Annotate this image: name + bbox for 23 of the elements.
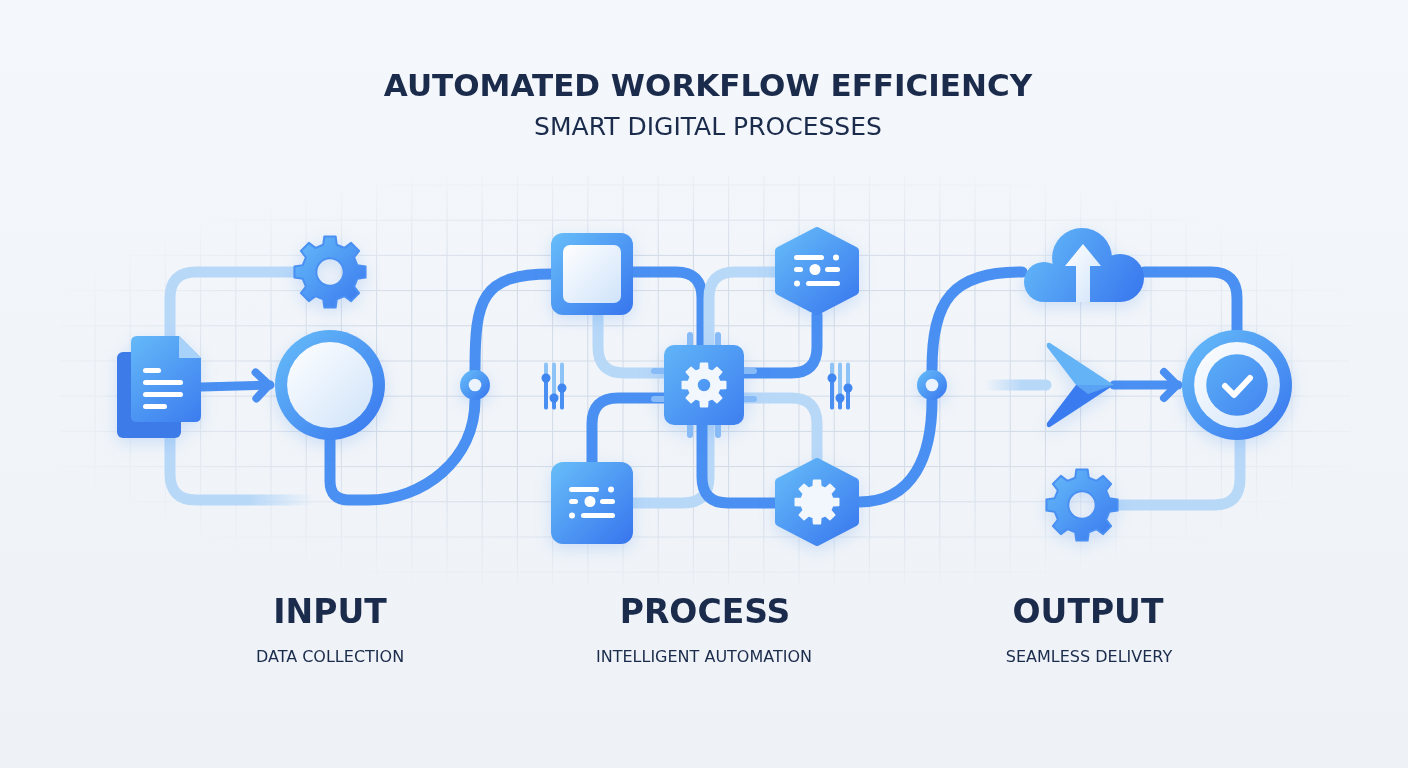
document-icon (117, 336, 201, 438)
chip-node (650, 331, 758, 439)
junction-dot (460, 370, 490, 400)
arrow (1109, 368, 1183, 402)
paper-plane-icon (1046, 342, 1114, 428)
section-heading: INPUT (273, 592, 387, 632)
circle-node (275, 330, 385, 440)
square-node (551, 462, 633, 544)
gear-icon (1044, 467, 1120, 543)
gear-icon (292, 234, 368, 310)
title: AUTOMATED WORKFLOW EFFICIENCY (383, 67, 1033, 105)
section-heading: PROCESS (619, 592, 791, 632)
subtitle: SMART DIGITAL PROCESSES (534, 112, 882, 142)
hexagon-node (775, 458, 859, 546)
section-subtitle: SEAMLESS DELIVERY (1005, 647, 1173, 667)
junction-dot (917, 370, 947, 400)
cloud-upload-icon (1022, 226, 1144, 304)
section-heading: OUTPUT (1012, 592, 1164, 632)
square-node (551, 233, 633, 315)
check-circle-icon (1182, 330, 1292, 440)
hexagon-node (775, 227, 859, 315)
section-subtitle: INTELLIGENT AUTOMATION (596, 647, 812, 667)
section-subtitle: DATA COLLECTION (255, 647, 405, 667)
